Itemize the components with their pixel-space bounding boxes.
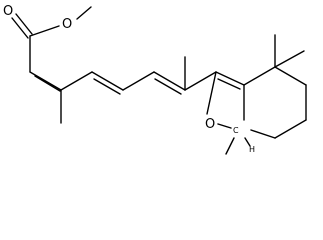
bond-c5-c6	[122, 71, 155, 91]
bond-c2-c3	[29, 71, 62, 91]
ester-oxygen-label: O	[62, 17, 72, 32]
bond-c4-c5-inner	[93, 78, 121, 95]
bond-c6-c7-inner	[154, 78, 182, 95]
bond-c2-c3-inner	[34, 75, 61, 92]
bond-c7-furan	[184, 71, 217, 91]
atom-labels: O O O C H	[3, 4, 255, 154]
bond-c7-c7a-ring	[250, 129, 276, 139]
chemical-structure: O O O C H	[3, 4, 307, 155]
bond-c4-c5	[91, 71, 124, 91]
ring-carbon-label: C	[233, 126, 239, 135]
ring-hydrogen-label: H	[249, 145, 255, 154]
bond-c3-c4	[60, 71, 93, 91]
bond-furan-o-c7a	[217, 123, 232, 129]
bond-c4-c5-ring	[274, 66, 307, 86]
bond-carbonyl-ester-o	[29, 25, 60, 37]
bond-c4-methyl-b	[274, 50, 305, 68]
carbonyl-oxygen-label: O	[3, 4, 13, 19]
bond-ester-o-methyl	[76, 6, 92, 20]
bond-c3a-c4	[243, 66, 276, 86]
bond-c7a-methyl	[225, 137, 235, 155]
bond-furan-c2-c3	[215, 71, 245, 86]
bond-c7a-h	[244, 137, 251, 147]
bond-c6-c7	[153, 71, 186, 91]
bond-furan-c2-o	[206, 71, 217, 115]
bond-furan-c2-c3-inner	[217, 78, 241, 90]
bond-carbonyl-double-a	[11, 17, 29, 39]
bond-carbonyl-double-b	[15, 13, 33, 35]
furan-oxygen-label: O	[205, 117, 215, 132]
bonds	[11, 6, 307, 155]
bond-c6-c7-ring	[274, 119, 307, 139]
